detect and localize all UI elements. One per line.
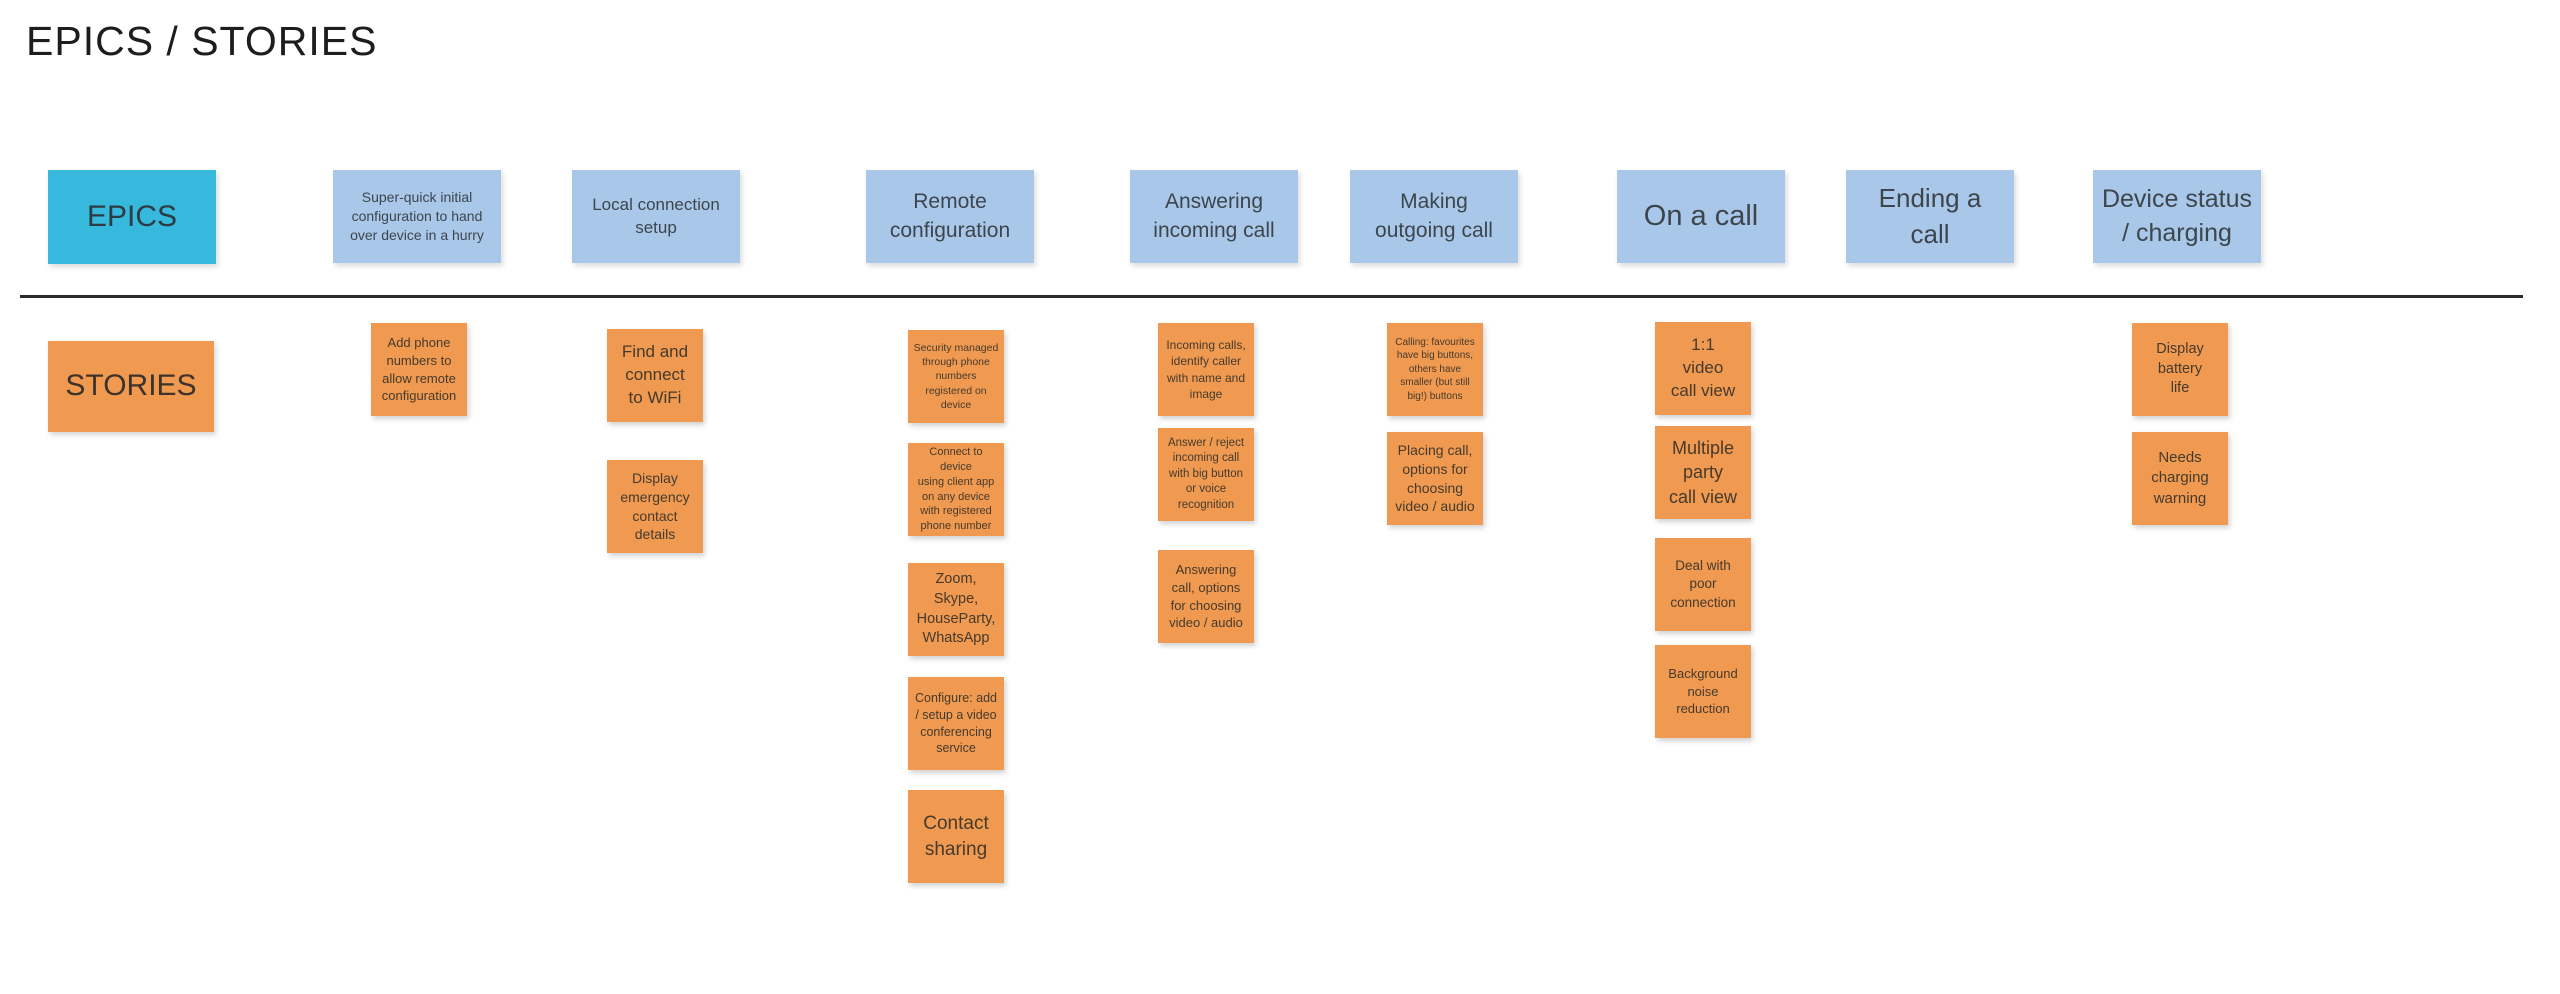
story-card-find-connect-wifi[interactable]: Find and connect to WiFi <box>607 329 703 422</box>
story-card-poor-connection[interactable]: Deal with poor connection <box>1655 538 1751 631</box>
story-card-incoming-caller-id[interactable]: Incoming calls, identify caller with nam… <box>1158 323 1254 416</box>
story-card-add-phone-numbers[interactable]: Add phone numbers to allow remote config… <box>371 323 467 416</box>
page-title: EPICS / STORIES <box>26 18 378 64</box>
story-card-display-emergency-contacts[interactable]: Display emergency contact details <box>607 460 703 553</box>
epic-card-super-quick-configuration[interactable]: Super-quick initial configuration to han… <box>333 170 501 263</box>
story-card-1-1-video-view[interactable]: 1:1 video call view <box>1655 322 1751 415</box>
story-card-contact-sharing[interactable]: Contact sharing <box>908 790 1004 883</box>
epic-card-local-connection-setup[interactable]: Local connection setup <box>572 170 740 263</box>
story-card-answer-reject-call[interactable]: Answer / reject incoming call with big b… <box>1158 428 1254 521</box>
epic-card-device-status-charging[interactable]: Device status / charging <box>2093 170 2261 263</box>
story-card-calling-favourites[interactable]: Calling: favourites have big buttons, ot… <box>1387 323 1483 416</box>
story-card-multiple-party-view[interactable]: Multiple party call view <box>1655 426 1751 519</box>
story-card-display-battery[interactable]: Display battery life <box>2132 323 2228 416</box>
epic-card-ending-a-call[interactable]: Ending a call <box>1846 170 2014 263</box>
epic-card-on-a-call[interactable]: On a call <box>1617 170 1785 263</box>
epic-card-remote-configuration[interactable]: Remote configuration <box>866 170 1034 263</box>
story-card-placing-call-options[interactable]: Placing call, options for choosing video… <box>1387 432 1483 525</box>
story-card-video-apps[interactable]: Zoom, Skype, HouseParty, WhatsApp <box>908 563 1004 656</box>
stories-row-header-card[interactable]: STORIES <box>48 341 214 432</box>
epic-card-making-outgoing-call[interactable]: Making outgoing call <box>1350 170 1518 263</box>
epics-row-header-card[interactable]: EPICS <box>48 170 216 264</box>
story-card-configure-conferencing[interactable]: Configure: add / setup a video conferenc… <box>908 677 1004 770</box>
story-card-answering-video-audio[interactable]: Answering call, options for choosing vid… <box>1158 550 1254 643</box>
story-card-security-phone-numbers[interactable]: Security managed through phone numbers r… <box>908 330 1004 423</box>
story-card-needs-charging[interactable]: Needs charging warning <box>2132 432 2228 525</box>
story-card-connect-client-app[interactable]: Connect to device using client app on an… <box>908 443 1004 536</box>
row-divider-line <box>20 295 2523 298</box>
epic-card-answering-incoming-call[interactable]: Answering incoming call <box>1130 170 1298 263</box>
story-card-noise-reduction[interactable]: Background noise reduction <box>1655 645 1751 738</box>
